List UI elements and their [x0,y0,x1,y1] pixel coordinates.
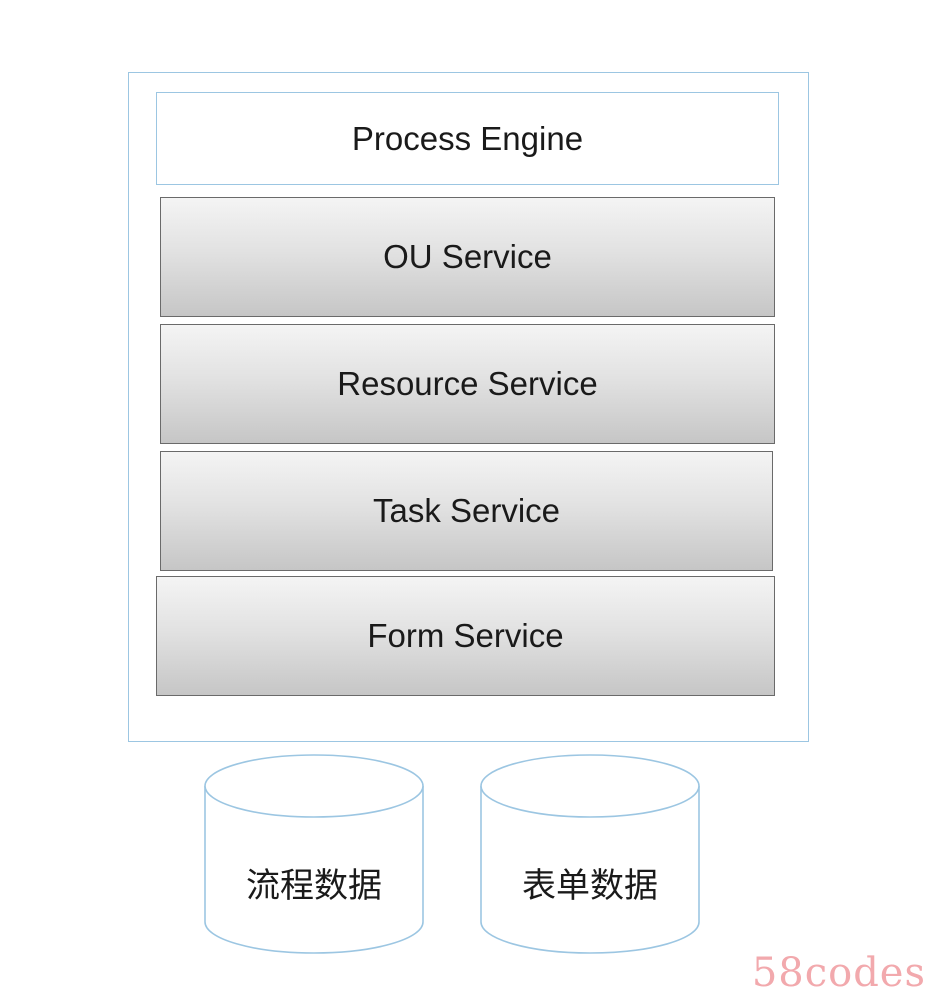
process-engine-box: Process Engine [156,92,779,185]
resource-service-label: Resource Service [337,365,598,402]
form-service-label: Form Service [367,617,564,654]
ou-service-box: OU Service [160,197,775,317]
form-data-cylinder [480,754,700,954]
process-data-label: 流程数据 [246,866,382,906]
form-data-label: 表单数据 [522,866,658,906]
process-engine-label: Process Engine [351,119,584,157]
task-service-box: Task Service [160,451,773,571]
form-service-box: Form Service [156,576,775,696]
resource-service-box: Resource Service [160,324,775,444]
process-data-cylinder [204,754,424,954]
task-service-label: Task Service [372,492,561,529]
watermark-text: 58codes [751,950,926,996]
ou-service-label: OU Service [383,238,552,275]
